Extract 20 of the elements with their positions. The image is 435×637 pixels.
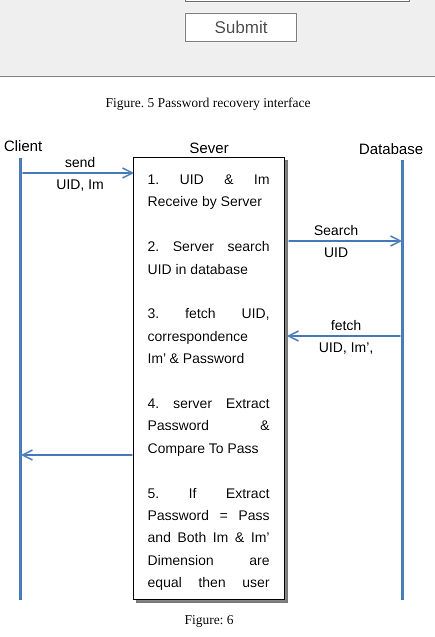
figure-caption: Figure. 5 Password recovery interface [105, 95, 311, 111]
edge-label: send UID, Im [55, 153, 105, 194]
edge-label: Search UID [312, 221, 360, 262]
figure-caption: Figure: 6 [184, 612, 234, 628]
step-text: 5. If Extract Password = Pass and Both Im & Im’ Dimension are equal then user [148, 484, 270, 592]
arrow [288, 235, 402, 247]
participant-label: Database [358, 141, 424, 158]
step-text: 1. UID & Im Receive by Server [148, 170, 270, 212]
participant-label: Sever [189, 140, 229, 157]
step-text: 2. Server search UID in database [148, 237, 270, 279]
lifeline [19, 158, 22, 600]
lifeline [401, 160, 404, 600]
arrow [22, 167, 134, 179]
submit-button: Submit [185, 13, 297, 42]
arrow [288, 330, 400, 342]
arrow [22, 449, 132, 461]
step-text: 3. fetch UID, correspondence Im’ & Password [148, 304, 270, 368]
edge-label: fetch UID, Im’, [318, 316, 374, 357]
step-text: 4. server Extract Password & Compare To Pass [148, 394, 270, 458]
participant-label: Client [4, 138, 42, 155]
